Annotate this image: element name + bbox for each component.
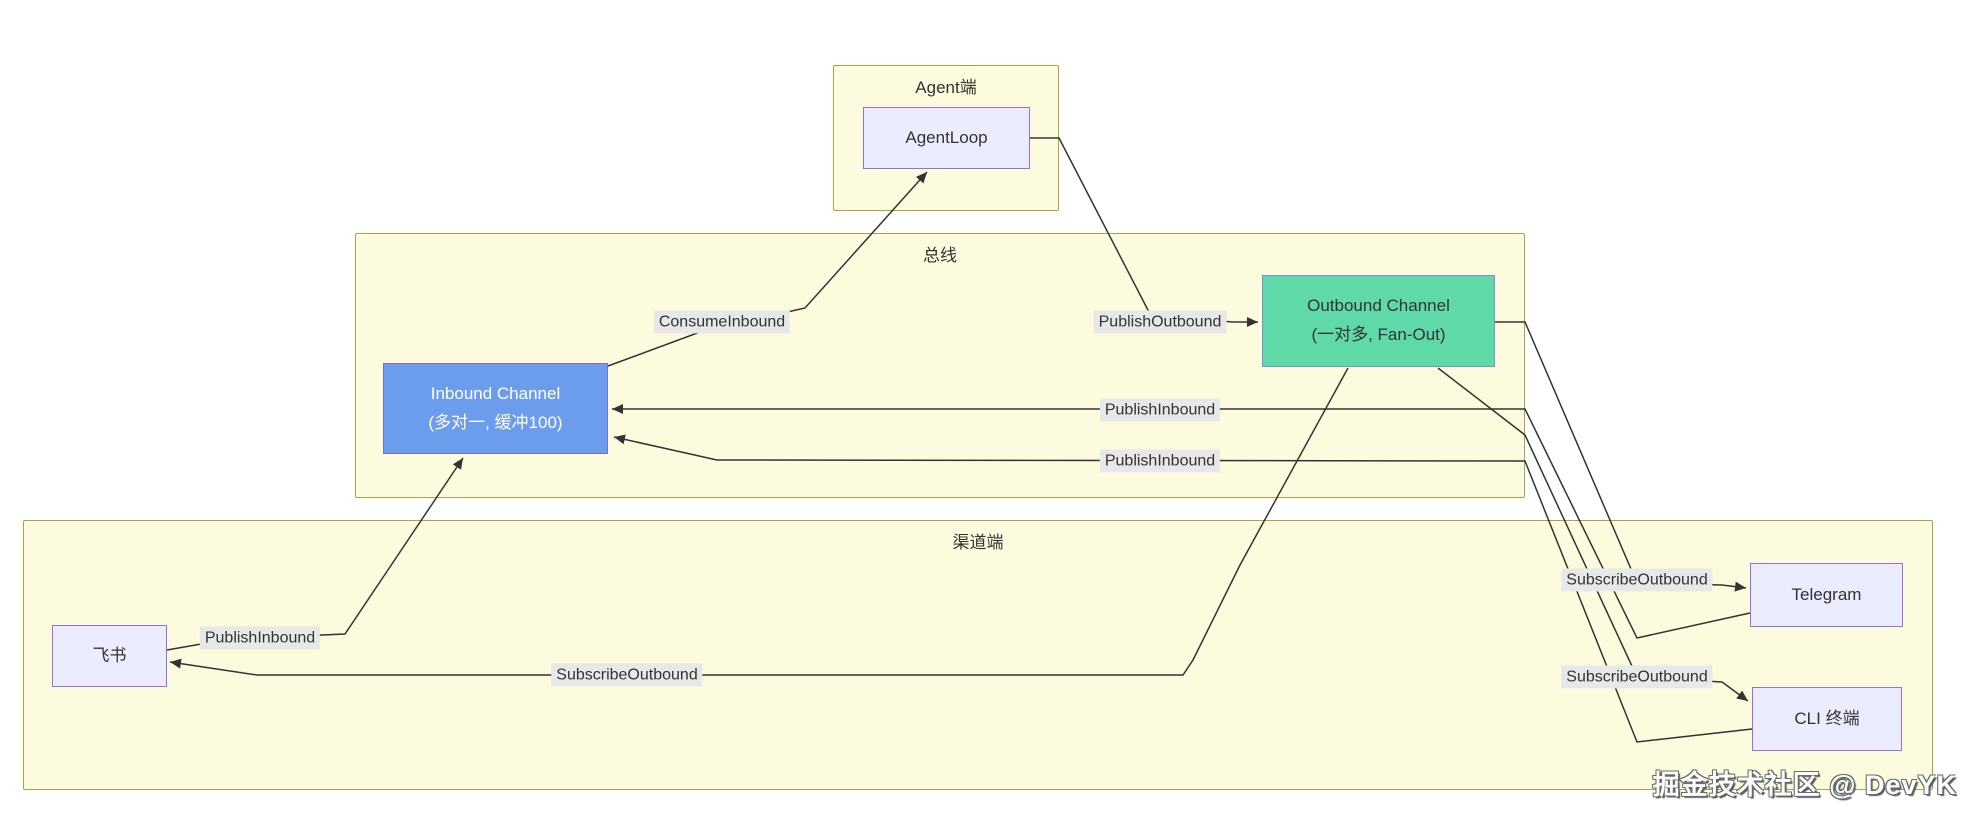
node-inbound-channel-title: Inbound Channel	[430, 383, 561, 403]
edge-label-telegram-publish-inbound: PublishInbound	[1099, 398, 1221, 422]
edge-label-subscribe-outbound-feishu: SubscribeOutbound	[551, 663, 703, 687]
edge-subscribe-outbound-cli	[1437, 367, 1749, 702]
group-channel: 渠道端	[23, 520, 1933, 790]
edge-label-subscribe-outbound-cli: SubscribeOutbound	[1561, 665, 1713, 689]
node-telegram: Telegram	[1750, 563, 1903, 627]
edge-publish-outbound	[1030, 137, 1258, 327]
group-bus-title: 总线	[923, 246, 957, 265]
edge-label-consume-inbound: ConsumeInbound	[653, 310, 791, 334]
watermark: 掘金技术社区 @ DevYK	[1652, 770, 1957, 800]
edge-label-feishu-publish-inbound: PublishInbound	[199, 626, 321, 650]
node-agent-loop: AgentLoop	[863, 107, 1030, 169]
node-telegram-label: Telegram	[1791, 584, 1862, 604]
node-outbound-channel: Outbound Channel (一对多, Fan-Out)	[1262, 275, 1495, 367]
edge-label-cli-publish-inbound: PublishInbound	[1099, 449, 1221, 473]
edge-label-publish-outbound: PublishOutbound	[1093, 310, 1227, 334]
edge-subscribe-outbound-telegram	[1495, 321, 1747, 592]
edge-cli-publish-inbound	[613, 434, 1753, 743]
edge-consume-inbound	[607, 171, 928, 367]
node-inbound-channel-subtitle: (多对一, 缓冲100)	[428, 412, 563, 432]
edge-label-subscribe-outbound-telegram: SubscribeOutbound	[1561, 568, 1713, 592]
edge-feishu-publish-inbound	[166, 457, 464, 651]
node-feishu-label: 飞书	[92, 645, 127, 665]
node-cli-terminal: CLI 终端	[1752, 687, 1902, 751]
group-channel-title: 渠道端	[952, 533, 1004, 552]
node-outbound-channel-title: Outbound Channel	[1307, 296, 1450, 316]
node-outbound-channel-subtitle: (一对多, Fan-Out)	[1311, 325, 1446, 344]
node-cli-terminal-label: CLI 终端	[1794, 708, 1860, 728]
node-agent-loop-label: AgentLoop	[905, 127, 988, 147]
node-feishu: 飞书	[52, 625, 167, 687]
node-inbound-channel: Inbound Channel (多对一, 缓冲100)	[383, 363, 608, 454]
edge-subscribe-outbound-feishu	[169, 367, 1349, 676]
edge-telegram-publish-inbound	[612, 404, 1751, 639]
group-agent-title: Agent端	[915, 78, 977, 97]
